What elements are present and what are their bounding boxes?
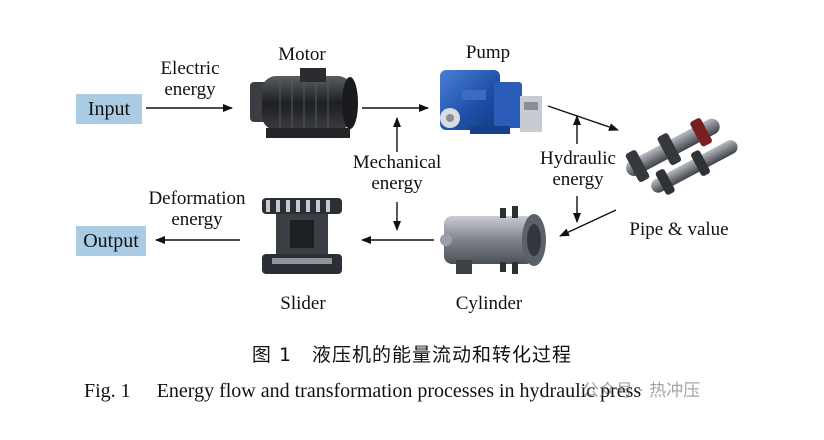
arrow-pump-to-pipe <box>547 105 619 131</box>
hydraulic-energy-label: Hydraulic energy <box>526 148 630 190</box>
output-box: Output <box>76 226 146 256</box>
arrow-pipe-to-cylinder <box>559 209 617 237</box>
deformation-energy-line1: Deformation <box>148 188 246 209</box>
mechanical-energy-line1: Mechanical <box>352 152 442 173</box>
caption-english: Fig. 1 Energy flow and transformation pro… <box>84 380 641 403</box>
caption-chinese: 图 1 液压机的能量流动和转化过程 <box>251 344 573 366</box>
cylinder-image <box>440 206 546 274</box>
pump-image <box>440 70 542 134</box>
pipe-valve-label: Pipe & value <box>629 219 729 240</box>
slider-label: Slider <box>280 293 326 314</box>
cylinder-label: Cylinder <box>455 293 523 314</box>
electric-energy-line1: Electric <box>160 58 220 79</box>
motor-image <box>250 68 358 138</box>
mechanical-energy-label: Mechanical energy <box>336 152 458 194</box>
deformation-energy-label: Deformation energy <box>134 188 260 230</box>
hydraulic-energy-line1: Hydraulic <box>540 148 616 169</box>
mechanical-energy-line2: energy <box>371 173 423 194</box>
pipe-valve-image <box>625 118 738 195</box>
hydraulic-energy-line2: energy <box>552 169 604 190</box>
electric-energy-line2: energy <box>164 79 216 100</box>
caption-english-text: Energy flow and transformation processes… <box>156 380 642 402</box>
watermark: 公众号 · 热冲压 <box>582 381 701 401</box>
deformation-energy-line2: energy <box>171 209 223 230</box>
motor-label: Motor <box>278 44 326 65</box>
pump-label: Pump <box>465 42 511 63</box>
arrows <box>146 104 619 244</box>
electric-energy-label: Electric energy <box>150 58 230 100</box>
input-box: Input <box>76 94 142 124</box>
slider-image <box>262 198 342 274</box>
caption-fig-number: Fig. 1 <box>84 380 131 402</box>
